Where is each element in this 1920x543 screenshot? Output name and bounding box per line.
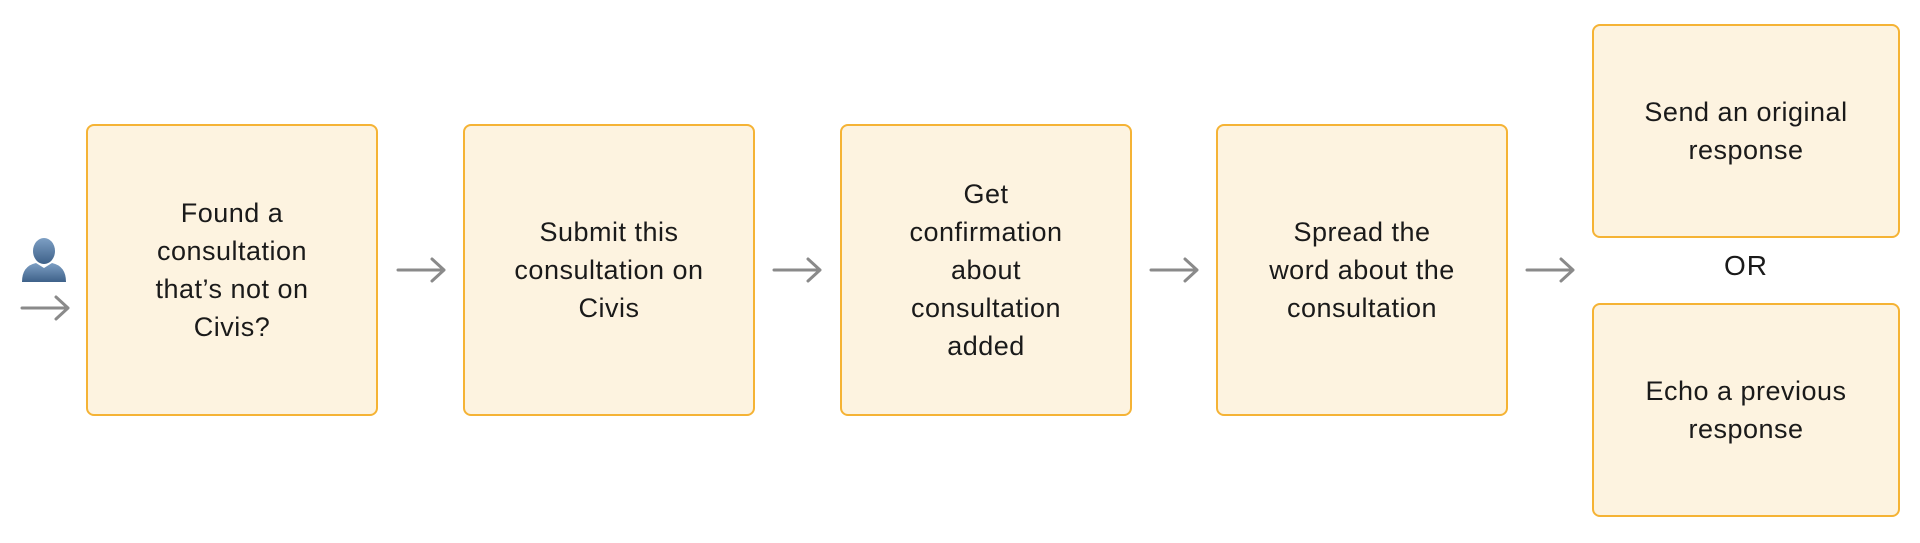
or-separator: OR — [1724, 250, 1768, 281]
step-label: Submit this consultation on Civis — [514, 217, 704, 323]
step-get-confirmation: Get confirmation about consultation adde… — [840, 124, 1132, 416]
step-spread-word: Spread the word about the consultation — [1216, 124, 1508, 416]
arrow-right-icon — [1525, 257, 1575, 283]
option-label: Send an original response — [1644, 97, 1848, 165]
option-original-response: Send an original response — [1592, 24, 1900, 238]
arrow-right-icon — [20, 295, 70, 321]
arrow-right-icon — [396, 257, 446, 283]
step-found-consultation: Found a consultation that’s not on Civis… — [86, 124, 378, 416]
step-label: Spread the word about the consultation — [1269, 217, 1455, 323]
option-label: Echo a previous response — [1645, 376, 1847, 444]
step-label: Get confirmation about consultation adde… — [909, 179, 1063, 361]
option-echo-response: Echo a previous response — [1592, 303, 1900, 517]
user-icon — [22, 238, 66, 282]
step-label: Found a consultation that’s not on Civis… — [155, 198, 309, 342]
arrow-right-icon — [772, 257, 822, 283]
arrow-right-icon — [1149, 257, 1199, 283]
step-submit-consultation: Submit this consultation on Civis — [463, 124, 755, 416]
